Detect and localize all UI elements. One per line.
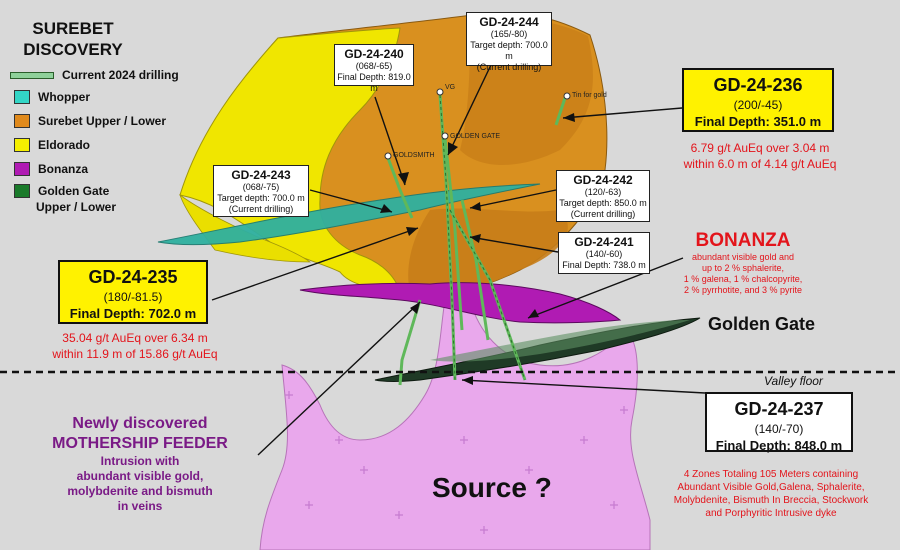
hole-box-gd-24-241: GD-24-241 (140/-60) Final Depth: 738.0 m [558, 232, 650, 274]
source-intrusion-shape [259, 299, 651, 550]
gd-24-235-results: 35.04 g/t AuEq over 6.34 m within 11.9 m… [52, 331, 218, 361]
collar-label-tin-for-gold: Tin for gold [572, 92, 607, 99]
mothership-desc-3: molybdenite and bismuth [67, 484, 213, 498]
hole-box-gd-24-237: GD-24-237 (140/-70) Final Depth: 848.0 m [705, 392, 853, 453]
legend-item-whopper: Whopper [14, 88, 90, 106]
valley-floor-label: Valley floor [764, 374, 823, 388]
hole-box-gd-24-242: GD-24-242 (120/-63) Target depth: 850.0 … [556, 170, 650, 222]
collar-label-vg: VG [445, 84, 456, 91]
diagram-title: SUREBET DISCOVERY [14, 18, 132, 60]
legend-item-bonanza: Bonanza [14, 160, 88, 178]
legend-swatch-golden-gate [14, 184, 30, 198]
collar-label-golden-gate: GOLDEN GATE [450, 133, 501, 140]
title-line-1: SUREBET [32, 19, 114, 38]
legend-item-current-drilling: Current 2024 drilling [10, 66, 179, 84]
whopper-zone-shape [157, 183, 541, 246]
bonanza-title: BONANZA [695, 230, 791, 251]
legend-item-golden-gate: Golden Gate [14, 182, 109, 200]
title-line-2: DISCOVERY [23, 40, 123, 59]
gd-24-237-notes: 4 Zones Totaling 105 Meters containing A… [673, 469, 869, 519]
callout-arrows [211, 45, 706, 456]
bonanza-line-2: up to 2 % sphalerite, [701, 263, 785, 273]
callout-arrowheads [380, 113, 575, 385]
legend-line-swatch [10, 71, 54, 79]
collar-points [384, 88, 571, 160]
mothership-annotation: Newly discovered MOTHERSHIP FEEDER Intru… [30, 414, 250, 514]
hole-box-gd-24-235: GD-24-235 (180/-81.5) Final Depth: 702.0… [58, 260, 208, 324]
hole-box-gd-24-243: GD-24-243 (068/-75) Target depth: 700.0 … [213, 165, 309, 217]
golden-gate-label: Golden Gate [708, 314, 816, 334]
golden-gate-highlight [430, 320, 690, 362]
mothership-desc-2: abundant visible gold, [76, 469, 204, 483]
hole-box-gd-24-240: GD-24-240 (068/-65) Final Depth: 819.0 m [334, 44, 414, 93]
legend-swatch-whopper [14, 90, 30, 104]
collar-label-goldsmith: GOLDSMITH [393, 152, 435, 159]
bonanza-line-4: 2 % pyrrhotite, and 3 % pyrite [683, 285, 803, 295]
bonanza-line-3: 1 % galena, 1 % chalcopyrite, [683, 274, 803, 284]
legend-item-eldorado: Eldorado [14, 136, 90, 154]
legend-swatch-bonanza [14, 162, 30, 176]
surebet-lower-shading [408, 208, 568, 294]
gd-24-236-results: 6.79 g/t AuEq over 3.04 m within 6.0 m o… [683, 141, 837, 171]
hole-box-gd-24-244: GD-24-244 (165/-80) Target depth: 700.0 … [466, 12, 552, 72]
bonanza-annotation: BONANZA abundant visible gold and up to … [680, 230, 806, 296]
legend-swatch-surebet [14, 114, 30, 128]
bonanza-line-1: abundant visible gold and [691, 252, 795, 262]
source-label: Source ? [432, 472, 552, 503]
source-plus-marks [285, 391, 628, 534]
legend-swatch-eldorado [14, 138, 30, 152]
legend-item-surebet: Surebet Upper / Lower [14, 112, 166, 130]
hole-box-gd-24-236: GD-24-236 (200/-45) Final Depth: 351.0 m [682, 68, 834, 132]
mothership-line-1: Newly discovered [72, 415, 208, 432]
mothership-line-2: MOTHERSHIP FEEDER [52, 435, 228, 452]
mothership-desc-4: in veins [117, 499, 163, 513]
mothership-desc-1: Intrusion with [100, 454, 180, 468]
legend-item-golden-gate-line2: Upper / Lower [36, 200, 117, 214]
